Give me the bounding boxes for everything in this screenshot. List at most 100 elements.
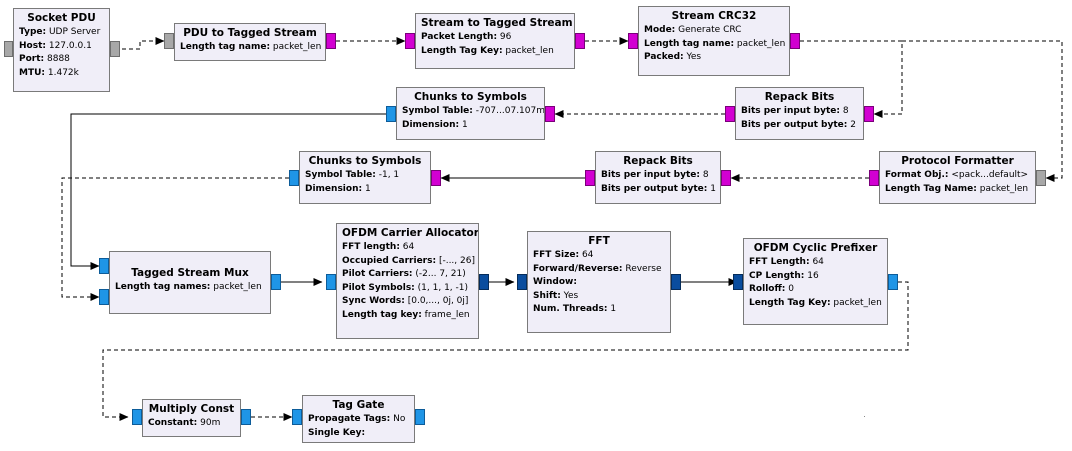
port-fft-in[interactable] [517, 274, 527, 290]
param-key: MTU: [19, 67, 46, 78]
param-key: Forward/Reverse: [533, 263, 623, 274]
port-repack1-out[interactable] [725, 106, 735, 122]
port-repack1-in[interactable] [864, 106, 874, 122]
param-value: 1.472k [47, 67, 79, 78]
port-cyclic-in[interactable] [733, 274, 743, 290]
port-crc32-out[interactable] [790, 33, 800, 49]
param-key: Symbol Table: [402, 106, 473, 116]
param-value: No [393, 414, 406, 424]
block-param: Length Tag Name: packet_len [885, 183, 1030, 197]
port-protocol-formatter-out[interactable] [869, 170, 879, 186]
port-cyclic-out[interactable] [888, 274, 898, 290]
param-value: 96 [499, 32, 512, 42]
param-value: packet_len [979, 183, 1029, 194]
block-title: Socket PDU [27, 12, 96, 24]
param-value: (1, 1, 1, -1) [417, 282, 468, 293]
port-fft-out[interactable] [671, 274, 681, 290]
block-param: MTU: 1.472k [19, 67, 104, 81]
port-chunks1-in[interactable] [545, 106, 555, 122]
param-value: 8 [702, 170, 709, 180]
param-key: Pilot Symbols: [342, 282, 415, 293]
port-socket-pdu-in[interactable] [4, 41, 13, 57]
block-param: Single Key: [308, 427, 409, 441]
port-multiply-in[interactable] [132, 409, 142, 425]
param-key: Packed: [644, 52, 684, 62]
port-pdu-to-tagged-in[interactable] [164, 33, 174, 49]
port-chunks2-in[interactable] [431, 170, 441, 186]
block-param: Sync Words: [0.0,..., 0j, 0j] [342, 295, 473, 309]
param-value: packet_len [736, 38, 786, 49]
port-mux-in-0[interactable] [99, 258, 109, 274]
block-title: PDU to Tagged Stream [183, 27, 317, 39]
param-key: Length tag name: [644, 38, 735, 49]
port-stream-to-tagged-out[interactable] [575, 33, 585, 49]
port-protocol-formatter-in[interactable] [1036, 170, 1046, 186]
block-param: Host: 127.0.0.1 [19, 40, 104, 54]
block-param: Occupied Carriers: [-..., 26] [342, 255, 475, 269]
param-key: Length Tag Key: [749, 297, 831, 308]
param-value: packet_len [272, 42, 322, 52]
param-key: Constant: [148, 418, 198, 428]
port-allocator-in[interactable] [326, 274, 336, 290]
wire-cyclic-to-multiply [102, 281, 909, 421]
param-value: 8 [842, 106, 849, 116]
block-param: Symbol Table: -1, 1 [305, 169, 425, 183]
port-tag-gate-out[interactable] [415, 409, 425, 425]
block-param: Pilot Carriers: (-2... 7, 21) [342, 268, 473, 282]
port-pdu-to-tagged-out[interactable] [326, 33, 336, 49]
param-key: Mode: [644, 25, 676, 35]
block-param: Window: [533, 276, 665, 290]
port-stream-to-tagged-in[interactable] [405, 33, 415, 49]
block-title: Repack Bits [764, 91, 835, 103]
param-key: Propagate Tags: [308, 414, 391, 424]
block-title: Tag Gate [332, 399, 385, 411]
block-param: FFT length: 64 [342, 241, 473, 255]
port-allocator-out[interactable] [479, 274, 489, 290]
canvas-corner-mark [864, 416, 865, 417]
block-param: Packet Length: 96 [421, 31, 569, 45]
param-value: [0.0,..., 0j, 0j] [407, 296, 469, 306]
port-chunks2-out[interactable] [289, 170, 299, 186]
port-crc32-in[interactable] [628, 33, 638, 49]
wire-crc-to-repack1 [800, 40, 903, 118]
param-value: UDP Server [48, 27, 101, 37]
port-mux-in-1[interactable] [99, 289, 109, 305]
port-chunks1-out[interactable] [386, 106, 396, 122]
block-param: Symbol Table: -707...07.107mj [402, 105, 544, 119]
block-param: Bits per input byte: 8 [741, 105, 858, 119]
param-value: 1 [461, 119, 468, 130]
param-value: 0 [788, 284, 794, 294]
param-key: Num. Threads: [533, 304, 608, 314]
port-mux-out[interactable] [271, 274, 281, 290]
block-param: Dimension: 1 [305, 183, 425, 197]
param-key: Port: [19, 54, 45, 64]
port-tag-gate-in[interactable] [292, 409, 302, 425]
port-repack2-out[interactable] [585, 170, 595, 186]
port-socket-pdu-out[interactable] [110, 41, 120, 57]
port-repack2-in[interactable] [721, 170, 731, 186]
param-value: packet_len [213, 282, 262, 292]
param-key: FFT Size: [533, 250, 580, 260]
param-key: Bits per output byte: [601, 183, 708, 194]
param-key: Rolloff: [749, 284, 786, 294]
param-value: packet_len [833, 297, 882, 308]
param-key: FFT Length: [749, 257, 810, 267]
param-key: Window: [533, 277, 577, 287]
port-multiply-out[interactable] [241, 409, 251, 425]
param-key: Length tag name: [180, 42, 271, 52]
